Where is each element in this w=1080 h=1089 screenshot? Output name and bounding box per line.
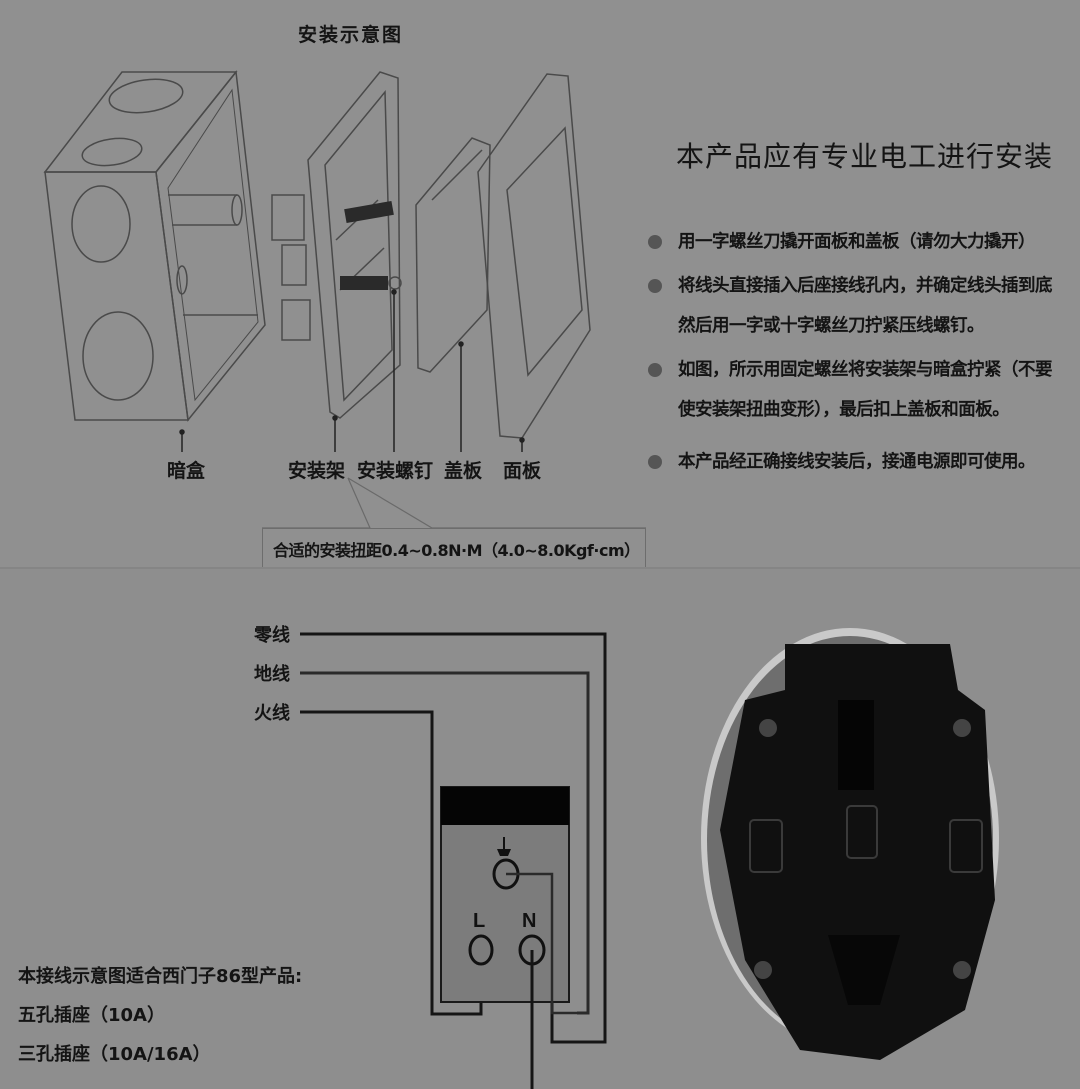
cover-plate-drawing <box>415 137 491 373</box>
three-hole-socket-rating: 三孔插座（10A/16A） <box>18 1044 211 1065</box>
leader-lines <box>179 289 525 452</box>
headline: 本产品应有专业电工进行安装 <box>676 140 1054 173</box>
terminal-n-label: N <box>522 910 536 932</box>
step-item: 本产品经正确接线安装后，接通电源即可使用。 <box>648 442 1078 482</box>
bullet-dot-icon <box>648 363 662 377</box>
diagram-title: 安装示意图 <box>298 24 404 46</box>
section-divider <box>0 567 1080 569</box>
wiring-diagram: L N <box>300 628 999 1089</box>
installation-section: 安装示意图 暗盒 安装架 安装螺钉 盖板 面板 合适的安装扭距0.4~0.8N·… <box>43 24 1078 568</box>
mounting-frame-drawing <box>271 71 402 419</box>
face-panel-drawing <box>477 73 591 439</box>
bullet-dot-icon <box>648 279 662 293</box>
bullet-dot-icon <box>648 235 662 249</box>
socket-rear-photo <box>701 628 999 1060</box>
five-hole-socket-rating: 五孔插座（10A） <box>18 1005 165 1026</box>
step-item: 如图，所示用固定螺丝将安装架与暗盒拧紧（不要 使安装架扭曲变形），最后扣上盖板和… <box>648 350 1078 430</box>
label-earth-wire: 地线 <box>254 664 290 685</box>
label-mounting-screw: 安装螺钉 <box>357 460 434 482</box>
torque-note: 合适的安装扭距0.4~0.8N·M（4.0~8.0Kgf·cm） <box>262 528 646 568</box>
wiring-section: L N 零线 地线 火线 本接线示意图适合西门子86型产品: 五孔插座（10A）… <box>0 569 1080 1089</box>
label-mounting-frame: 安装架 <box>288 460 346 482</box>
socket-schematic <box>440 786 588 1089</box>
label-neutral-wire: 零线 <box>254 625 290 646</box>
step-item: 将线头直接插入后座接线孔内，并确定线头插到底 然后用一字或十字螺丝刀拧紧压线螺钉… <box>648 266 1078 346</box>
compatibility-note: 本接线示意图适合西门子86型产品: <box>18 966 303 987</box>
label-cover-plate: 盖板 <box>444 460 483 482</box>
back-box-drawing <box>43 70 266 422</box>
bullet-dot-icon <box>648 455 662 469</box>
label-live-wire: 火线 <box>254 703 290 724</box>
earth-symbol-icon <box>497 837 511 856</box>
step-item: 用一字螺丝刀撬开面板和盖板（请勿大力撬开） <box>648 222 1078 262</box>
label-face-panel: 面板 <box>503 460 542 482</box>
exploded-view-illustration <box>43 70 646 529</box>
terminal-l-label: L <box>473 910 485 932</box>
installation-steps: 用一字螺丝刀撬开面板和盖板（请勿大力撬开） 将线头直接插入后座接线孔内，并确定线… <box>648 222 1078 482</box>
torque-callout-lines <box>262 477 646 529</box>
label-back-box: 暗盒 <box>167 460 206 482</box>
